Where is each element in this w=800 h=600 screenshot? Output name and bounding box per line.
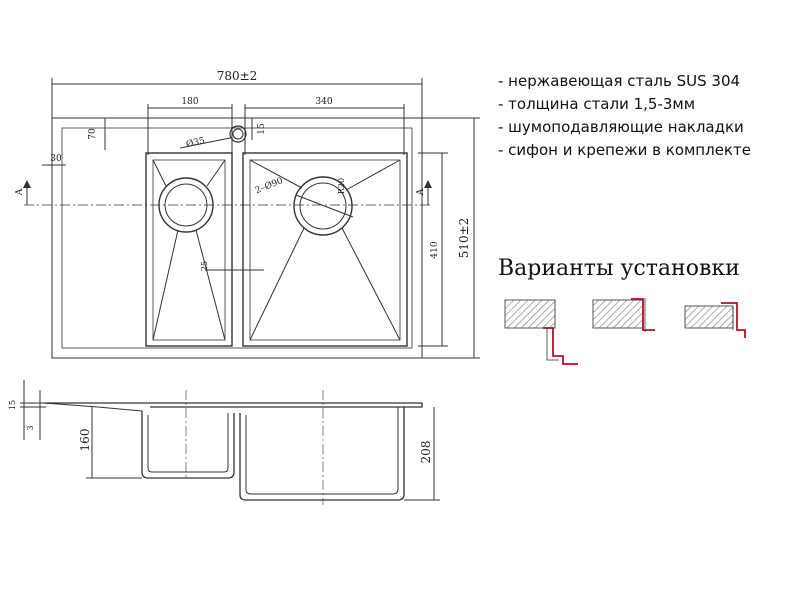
bowl-slope-line <box>249 159 303 189</box>
countertop-hatch <box>504 299 556 329</box>
tap-hole-leader <box>179 137 231 149</box>
section-deck <box>44 402 423 408</box>
sink-profile-line <box>543 327 578 365</box>
variant-overmount <box>684 302 746 338</box>
small-bowl-outline <box>145 152 233 347</box>
corner-radius-label: R20 <box>337 178 346 194</box>
section-large-bowl-inner <box>245 407 399 495</box>
tap-dim-label: 15 <box>257 123 267 135</box>
section-marker-left-label: A <box>15 188 25 196</box>
installation-variants <box>504 298 746 365</box>
bowl-slope-line <box>345 159 401 191</box>
spec-item: - сифон и крепежи в комплекте <box>498 141 751 159</box>
small-bowl-depth-label: 160 <box>78 429 92 452</box>
section-arrow-left <box>23 180 31 188</box>
rim-height-label: 15 <box>8 400 17 410</box>
large-bowl-width-label: 340 <box>315 97 332 107</box>
overall-depth-label: 510±2 <box>457 218 471 259</box>
gap-label: 25 <box>200 261 209 271</box>
section-large-bowl <box>239 407 405 501</box>
tap-hole-label: Ø35 <box>185 135 206 150</box>
bowl-slope-line <box>206 159 226 187</box>
overall-width-label: 780±2 <box>217 69 258 83</box>
tap-hole-outer <box>229 125 247 143</box>
large-bowl-drain-outer <box>293 176 353 236</box>
section-marker-right-label: A <box>416 188 426 196</box>
large-bowl-drain-inner <box>299 182 347 230</box>
countertop-hatch <box>592 299 644 329</box>
large-bowl-outline <box>242 152 408 347</box>
top-offset-label: 70 <box>88 128 98 140</box>
small-bowl-inner <box>152 159 226 341</box>
spec-list: - нержавеющая сталь SUS 304 - толщина ст… <box>498 70 751 162</box>
bowl-slope-line <box>341 227 401 341</box>
installation-title: Варианты установки <box>498 256 740 281</box>
small-bowl-width-label: 180 <box>181 97 198 107</box>
spec-item: - шумоподавляющие накладки <box>498 118 744 136</box>
left-offset-label: 30 <box>50 154 62 164</box>
bowl-slope-line <box>152 229 179 341</box>
large-bowl-depth-label: 208 <box>419 441 433 464</box>
sink-rim-plan <box>61 127 413 349</box>
drain-diameter-label: 2–Ø90 <box>254 175 285 196</box>
section-arrow-right <box>424 180 432 188</box>
bowl-slope-line <box>152 159 167 187</box>
sink-profile-line <box>631 298 655 331</box>
bowl-slope-line <box>249 227 305 341</box>
countertop-hatch <box>684 305 734 329</box>
section-rim-edge <box>43 402 143 412</box>
bracket-line <box>546 328 559 361</box>
sink-outline-plan <box>51 117 423 359</box>
inner-depth-label: 410 <box>430 241 440 258</box>
spec-item: - нержавеющая сталь SUS 304 <box>498 72 741 90</box>
spec-item: - толщина стали 1,5-3мм <box>498 95 696 113</box>
tap-hole-inner <box>232 128 244 140</box>
section-small-bowl <box>141 411 235 479</box>
variant-flush <box>592 298 655 332</box>
sink-profile-line <box>721 302 746 338</box>
thickness-label: 3 <box>26 425 35 430</box>
variant-undermount <box>504 299 578 365</box>
section-small-bowl-inner <box>147 413 229 473</box>
bowl-slope-line <box>195 229 226 341</box>
large-bowl-inner <box>249 159 401 341</box>
drain-leader-line <box>295 194 354 218</box>
